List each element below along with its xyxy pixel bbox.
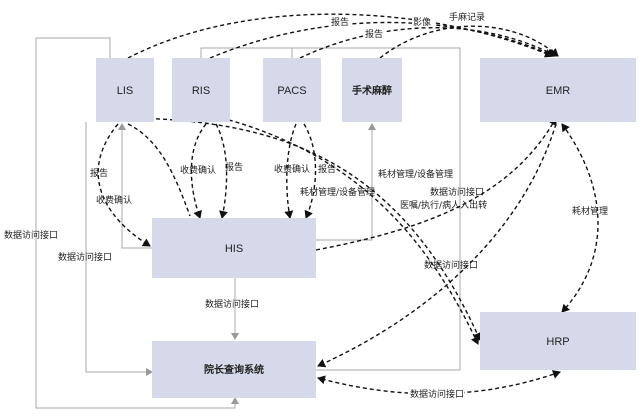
flow-his-lis [127, 123, 191, 217]
label-data-access-emr-dean: 数据访问接口 [424, 259, 478, 271]
label-data-access-hrp-dean: 数据访问接口 [410, 388, 464, 400]
flow-ris-his [190, 123, 207, 219]
node-ris: RIS [172, 58, 230, 122]
flow-pacs-his-2 [303, 123, 317, 219]
label-fee-confirm-lis: 收费确认 [96, 194, 132, 206]
node-dean-label: 院长查询系统 [204, 363, 264, 376]
flow-emr-dean [317, 123, 557, 368]
top-right-line [200, 47, 461, 371]
node-ris-label: RIS [192, 85, 210, 97]
his-to-anesthesia-line [316, 123, 376, 241]
flow-lis-emr [127, 13, 553, 59]
node-lis-label: LIS [117, 85, 134, 97]
flow-his-emr [315, 117, 557, 251]
flow-pacs-his [284, 123, 297, 219]
label-report-ris-his: 报告 [225, 161, 243, 173]
label-report-lis-his: 报告 [90, 167, 108, 179]
node-anesthesia-label: 手术麻醉 [352, 84, 392, 97]
outer-left-line [35, 37, 239, 409]
flow-pacs-emr [299, 27, 557, 59]
label-data-access-his-dean: 数据访问接口 [205, 298, 259, 310]
node-emr-label: EMR [546, 85, 571, 97]
lis-to-dean-line [85, 122, 153, 376]
label-report-ris-emr: 报告 [331, 16, 349, 28]
label-orders-his-emr: 医嘱/执行/病人入出转 [400, 199, 487, 211]
label-consumable-emr-hrp: 耗材管理 [572, 205, 608, 217]
node-emr: EMR [480, 58, 636, 122]
node-his-label: HIS [225, 243, 243, 255]
node-hrp: HRP [480, 312, 636, 370]
edge-labels: 报告 影像 手麻记录 报告 报告 收费确认 收费确认 报告 收费确认 报告 耗材… [4, 11, 608, 400]
label-image-pacs-emr: 影像 [413, 16, 431, 28]
node-lis: LIS [96, 58, 154, 122]
his-to-lis-line [118, 123, 152, 249]
label-data-access-lis-dean: 数据访问接口 [58, 251, 112, 263]
label-consumable-ris-hrp: 耗材管理/设备管理 [300, 186, 375, 198]
node-anesthesia: 手术麻醉 [342, 58, 402, 122]
label-fee-confirm-ris: 收费确认 [180, 164, 216, 176]
dashed-flows [97, 13, 599, 395]
node-hrp-label: HRP [546, 336, 569, 348]
flow-emr-hrp [561, 123, 599, 313]
label-data-access-his-emr: 数据访问接口 [430, 186, 484, 198]
flow-ris-hrp [221, 117, 480, 345]
label-consumable-his-anes: 耗材管理/设备管理 [378, 168, 453, 180]
label-fee-confirm-pacs: 收费确认 [274, 163, 310, 175]
flow-lis-his [97, 123, 151, 247]
label-report-lis-emr: 报告 [365, 28, 383, 40]
flow-lis-hrp [127, 117, 482, 341]
node-pacs: PACS [263, 58, 321, 122]
label-data-access-left-outer: 数据访问接口 [4, 229, 58, 241]
flow-ris-emr [209, 21, 555, 59]
node-his: HIS [152, 218, 316, 278]
flow-ris-his-2 [215, 123, 228, 219]
label-surgery-record: 手麻记录 [449, 11, 485, 23]
flow-anes-emr [379, 25, 559, 59]
label-report-pacs-his: 报告 [318, 163, 336, 175]
node-pacs-label: PACS [277, 85, 306, 97]
solid-connectors [35, 37, 461, 409]
node-dean: 院长查询系统 [152, 341, 316, 398]
